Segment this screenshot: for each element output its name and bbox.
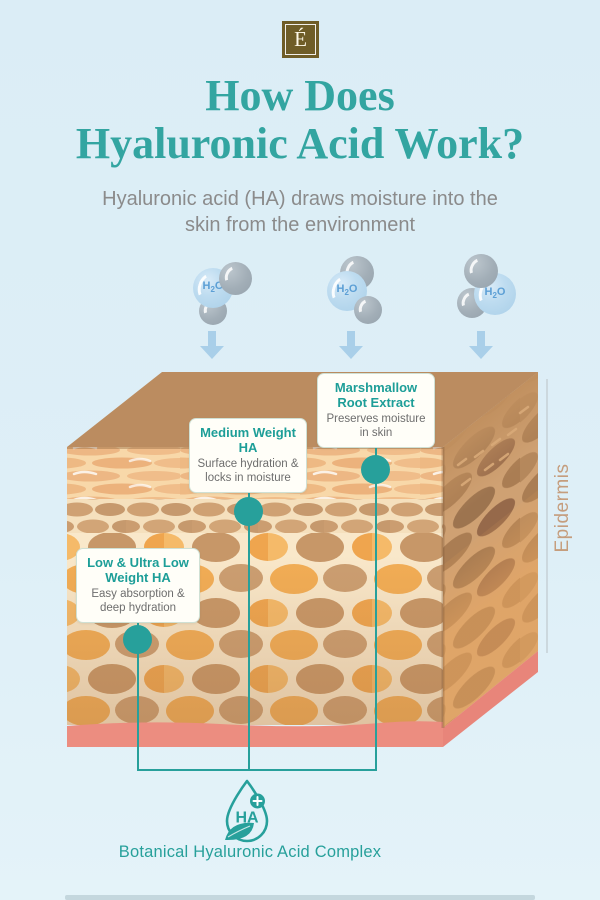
h2o-label: H2O: [484, 286, 506, 301]
card-marshmallow-root-extract: Marshmallow Root Extract Preserves moist…: [317, 373, 435, 448]
marker-dot: [123, 625, 152, 654]
h2o-molecule-icon: H2O: [457, 254, 516, 318]
card-desc: Preserves moisture in skin: [326, 413, 426, 439]
epidermis-label: Epidermis: [552, 463, 573, 553]
connector-line: [375, 442, 377, 770]
epidermis-bracket-line: [546, 379, 548, 653]
subtitle-line-2: skin from the environment: [184, 214, 416, 236]
card-title: Medium Weight HA: [200, 425, 296, 455]
card-title: Marshmallow Root Extract: [334, 380, 418, 410]
leaf-icon: [225, 822, 254, 841]
connector-line: [137, 616, 139, 770]
side-speckles: [456, 405, 530, 487]
logo-letter: É: [294, 27, 307, 51]
brand-logo: É: [282, 21, 319, 58]
marker-dot: [361, 455, 390, 484]
droplet-ha-text: HA: [235, 810, 259, 827]
oxygen-sphere: [464, 254, 498, 288]
footer-caption: Botanical Hyaluronic Acid Complex: [118, 843, 382, 861]
dermis-pink-side: [443, 651, 538, 747]
oxygen-sphere: [354, 296, 382, 324]
card-low-ultra-low-weight-ha: Low & Ultra Low Weight HA Easy absorptio…: [76, 548, 200, 623]
card-title: Low & Ultra Low Weight HA: [87, 555, 189, 585]
down-arrow-icon: [200, 331, 224, 359]
ha-droplet-icon: HA: [225, 779, 269, 843]
card-desc: Easy absorption & deep hydration: [91, 588, 185, 614]
subtitle-line-1: Hyaluronic acid (HA) draws moisture into…: [102, 188, 498, 210]
bottom-bar: [65, 895, 535, 900]
connector-line: [248, 487, 250, 770]
title-line-2: Hyaluronic Acid Work?: [75, 119, 525, 169]
card-medium-weight-ha: Medium Weight HA Surface hydration & loc…: [189, 418, 307, 493]
h2o-molecule-icon: H2O: [327, 256, 382, 324]
h2o-label: H2O: [336, 283, 358, 298]
title-line-1: How Does: [205, 71, 395, 120]
oxygen-sphere: [219, 262, 252, 295]
down-arrow-icon: [339, 331, 363, 359]
card-desc: Surface hydration & locks in moisture: [197, 458, 299, 484]
down-arrow-icon: [469, 331, 493, 359]
logo-frame: É: [285, 24, 316, 55]
bracket-line: [137, 769, 377, 771]
dermis-pink-layer: [67, 721, 443, 747]
marker-dot: [234, 497, 263, 526]
plus-icon: [250, 793, 265, 809]
h2o-molecule-icon: H2O: [193, 262, 253, 325]
page-subtitle: Hyaluronic acid (HA) draws moisture into…: [50, 186, 550, 238]
